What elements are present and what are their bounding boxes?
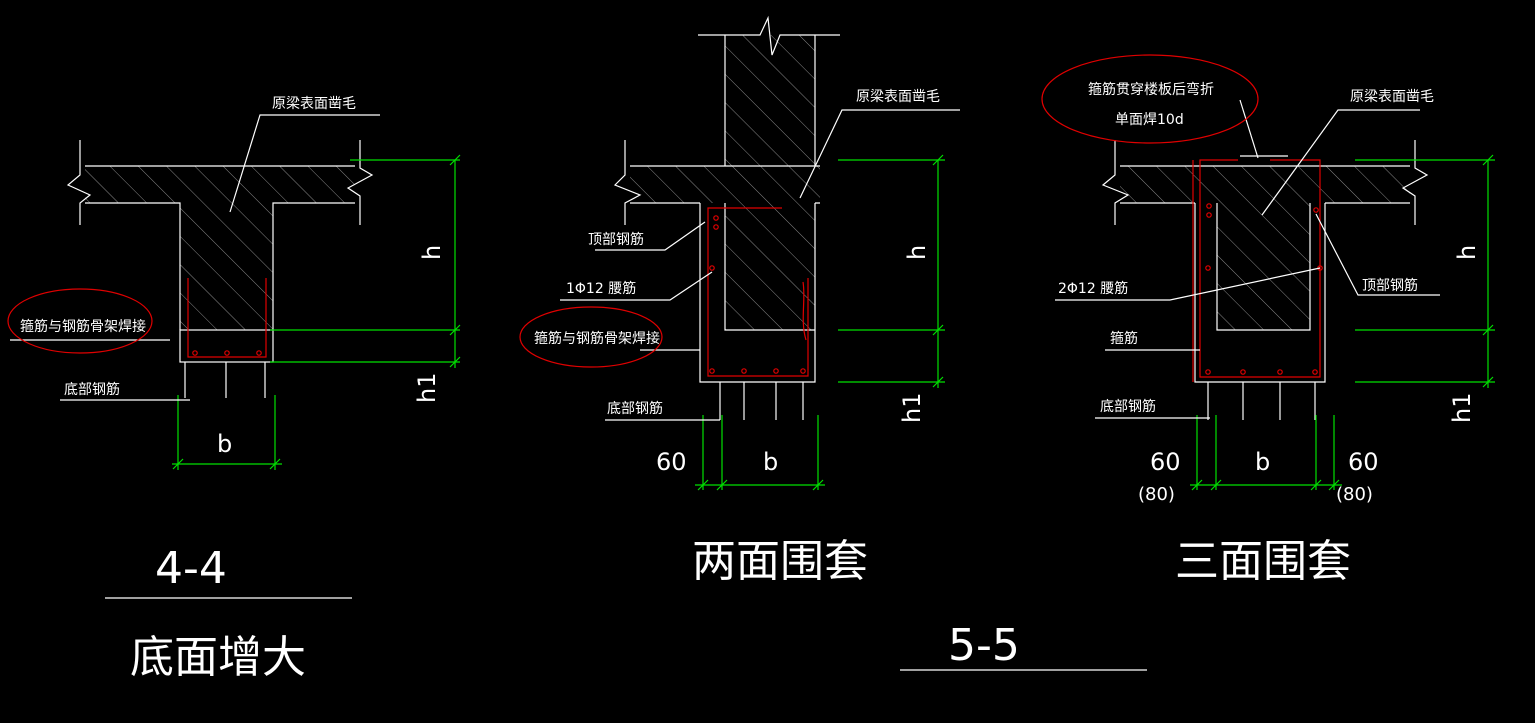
dim-h1-2: h1 [898, 393, 926, 423]
dim-60-right: 60 [1348, 448, 1379, 476]
dim-h-1: h [418, 245, 446, 260]
beam-section-left [85, 166, 355, 330]
dim-h1-1: h1 [413, 373, 441, 403]
note-top-rebar-3: 顶部钢筋 [1362, 277, 1418, 294]
dim-60-left: 60 [1150, 448, 1181, 476]
highlight-ellipse [1041, 54, 1259, 144]
note-single-weld: 单面焊10d [1115, 112, 1184, 128]
dim-h-2: h [903, 245, 931, 260]
title-bottom-enlarge: 底面增大 [130, 632, 306, 683]
note-rough-surface-2: 原梁表面凿毛 [856, 89, 940, 105]
note-rough-surface-1: 原梁表面凿毛 [272, 96, 356, 112]
note-stirrup-weld-1: 箍筋与钢筋骨架焊接 [20, 318, 146, 335]
detail-two-side-jacket [519, 15, 960, 491]
note-stirrup-weld-2: 箍筋与钢筋骨架焊接 [534, 330, 660, 347]
note-stirrup-bend: 箍筋贯穿楼板后弯折 [1088, 81, 1214, 98]
highlight-ellipse [7, 288, 153, 354]
note-bottom-rebar-1: 底部钢筋 [64, 381, 120, 398]
dim-80-right: (80) [1336, 484, 1373, 505]
detail-three-side-jacket [1041, 54, 1495, 491]
dim-60-2: 60 [656, 448, 687, 476]
highlight-ellipse [519, 306, 663, 368]
note-bottom-rebar-2: 底部钢筋 [607, 400, 663, 417]
title-three-side-jacket: 三面围套 [1175, 536, 1351, 587]
dim-h1-3: h1 [1448, 393, 1476, 423]
dim-b-3: b [1255, 448, 1270, 476]
dim-b-2: b [763, 448, 778, 476]
dim-h-3: h [1453, 245, 1481, 260]
note-rough-surface-3: 原梁表面凿毛 [1350, 89, 1434, 105]
detail-4-4 [7, 114, 461, 470]
note-waist-rebar-3: 2Φ12 腰筋 [1058, 280, 1128, 297]
dim-b-1: b [217, 430, 232, 458]
note-bottom-rebar-3: 底部钢筋 [1100, 398, 1156, 415]
note-waist-rebar-2: 1Φ12 腰筋 [566, 280, 636, 297]
note-stirrup-3: 箍筋 [1110, 330, 1138, 347]
title-section-4-4: 4-4 [155, 543, 227, 594]
dim-80-left: (80) [1138, 484, 1175, 505]
title-section-5-5: 5-5 [948, 620, 1020, 671]
note-top-rebar-2: 顶部钢筋 [588, 231, 644, 248]
title-two-side-jacket: 两面围套 [692, 536, 868, 587]
